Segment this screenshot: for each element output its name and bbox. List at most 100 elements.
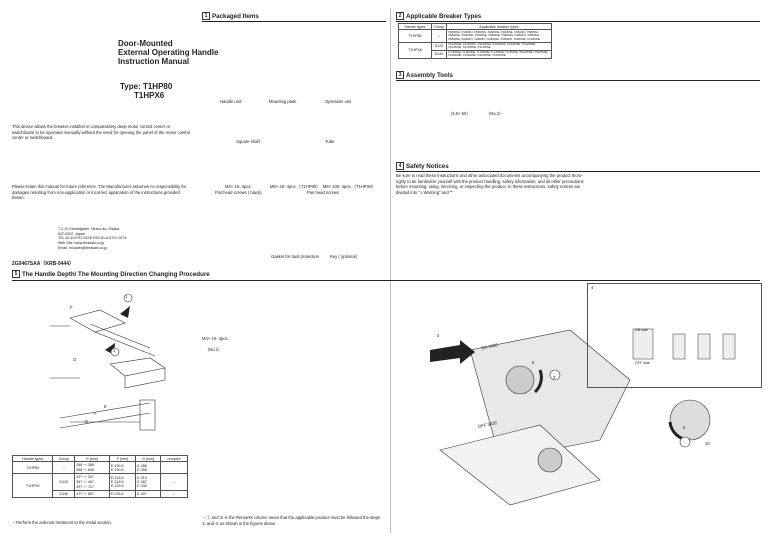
item-key: Key ( optional) [330,254,357,259]
dim-f-lower: F [94,411,97,416]
item-mounting-plate: Mounting plate [269,99,297,104]
item-pan-screws: M5× 40- 4pcs.（T1HP80）, M6× 100- 4pcs.（T1… [270,184,376,195]
table-row: T1HPX6 D120 327 ～ 397 357 ～ 467 397 ～ 71… [11,473,188,498]
item-gasket: Gasket for dust protection [271,254,319,259]
step-label: 3 [553,375,556,380]
note-anti-rust: ・Perform the anti-rust treatment to the … [12,520,112,525]
item-square-shaft: Square shaft [236,139,260,144]
page-divider [390,8,391,533]
col-breaker-types: Applicable breaker types [446,23,552,30]
table-cell: – [160,473,188,491]
heading-rule [396,80,760,81]
section-number: 2 [396,12,404,20]
step-circle-icon [110,347,120,357]
cell-handle: T1HP80 [398,29,432,43]
inset-on-side-label: ON side [635,328,648,332]
table-cell: E-407 [135,490,162,498]
section-heading: Safety Notices [406,162,449,170]
screw-spec: M5× 40- 4pcs.（T1HP80）, M6× 100- 4pcs.（T1… [270,184,376,189]
step-label: 4 [437,333,440,338]
company-address: 7-2-10 Kamihigashi, Hirano-ku, Osaka 547… [58,227,127,250]
section-safety: 4 Safety Notices [396,162,449,170]
address-line: TEL:81-6-6791-9323/ FAX:81-6-6791-9274 [58,236,127,241]
section-packaged: 1 Packaged Items [202,12,259,20]
dim-e: E [104,404,107,409]
dim-f: F [70,305,73,310]
table-cell: E-315 E-387 E-335 [135,473,162,491]
document-code: 2G0467SAA（KRB-0444） [12,261,74,267]
inset-handle-views [632,328,736,360]
section-heading: Packaged Items [212,12,259,20]
tool-phillips-spec: （No.2） [486,111,504,116]
address-line: Web Site: www.terasaki.co.jp [58,241,105,246]
table-row: T1HPX6 D120 XS1250NE, XS1250NS, XS1600NE… [398,41,552,59]
cell-group: – [431,29,447,43]
dim-g-lower: G [85,419,89,424]
table-cell: E-218.5 E-218.5 E-229.5 [108,473,137,491]
table-cell: 477 ～ 857 [74,490,110,498]
inset-panel: 4 ON side OFF side [587,283,762,388]
table-cell: T1HPX6 [11,473,54,498]
address-line: Email: int-sales@terasaki.co.jp [58,245,108,250]
step-label: 10 [705,441,710,446]
company-logo [12,222,52,240]
section-heading: Applicable Breaker Types [406,12,482,20]
screw-spec: M4× 16- 4pcs. [224,184,252,189]
rotate-arrow-icon [533,369,543,394]
note-text: ① and ③ in the Remarks column mean that … [202,515,381,526]
cell-types: TL1600NE, TL1600NE, TL1600NE, TL1250NE, … [446,49,552,59]
table-cell: 327 ～ 397 357 ～ 467 397 ～ 717 [74,473,110,491]
step-circle-label: 1 [113,348,116,353]
type-label: Type: T1HP80 T1HPX6 [120,82,172,100]
title-line: External Operating Handle [118,48,219,58]
heading-rule [12,280,760,281]
heading-rule [202,21,386,22]
breaker-table: Handle types Group Applicable breaker ty… [398,23,552,59]
mount-screw-spec: M4× 10- 4pcs. [202,336,229,341]
tool-screwdriver-spec: （4.5× 50） [448,111,471,116]
cell-types: XS800NE, XS800NJ, XS800NS, XH800NE, XS80… [446,29,552,43]
table-row: T1HP80 – 268 ～ 368 368 ～ 638 E-190.5 E-1… [11,461,188,474]
step-label: 6 [683,425,686,430]
table-cell: E-235.5 [108,490,137,498]
section-number: 3 [396,71,404,79]
section-depth: 5 The Handle Depth/ The Mounting Directi… [12,270,210,278]
type-label-line: Type: T1HP80 [120,82,173,91]
table-row: D140 TL1600NE, TL1600NE, TL1600NE, TL125… [399,49,552,59]
section-tools: 3 Assembly Tools [396,71,453,79]
screw-label: Pan head screws [306,189,340,195]
heading-rule [396,21,760,22]
section-number: 1 [202,12,210,20]
table-row: D140 477 ～ 857 E-235.5 E-407 – [13,490,188,498]
note-remarks: ・① and ③ in the Remarks column mean that… [202,515,381,526]
item-flat-screws: M4× 16- 4pcs. Flat head screws ( black) [215,184,262,195]
step-circle-icon [549,369,561,381]
step-label: 5 [532,360,535,365]
address-line: 7-2-10 Kamihigashi, Hirano-ku, Osaka [58,227,119,231]
type-label-line: T1HPX6 [134,91,165,101]
address-line: 547-0002, Japan [58,231,85,236]
item-operation-unit: Operation unit [325,99,352,104]
dim-g: G [73,357,77,362]
step-circle-icon [123,293,133,303]
safety-text: Be sure to read these Instructions and o… [396,173,584,196]
step-label: 4 [591,285,594,290]
table-cell: D120 [52,473,76,491]
cell-group: D140 [431,49,447,59]
arrow-icon [430,340,475,364]
retain-text: Please retain this manual for future ref… [12,184,187,201]
note-text: Perform the anti-rust treatment to the m… [16,520,112,525]
table-cell: T1HP80 [11,461,54,474]
depth-table: Handle types Group E [mm] F [mm] G [mm] … [11,455,188,498]
table-row: T1HP80 – XS800NE, XS800NJ, XS800NS, XH80… [398,29,552,43]
inset-off-side-label: OFF side [635,361,650,365]
table-cell: – [52,461,76,474]
section-number: 4 [396,162,404,170]
cell-handle: T1HPX6 [398,41,432,59]
section-number: 5 [12,270,20,278]
step-circle-icon [679,436,691,448]
cell-group: D120 [431,41,447,51]
cell-types: XS1250NE, XS1250NS, XS1600NE, XS1600NS, … [446,41,552,51]
table-cell: – [160,490,188,498]
mounting-direction-diagram [430,329,711,506]
